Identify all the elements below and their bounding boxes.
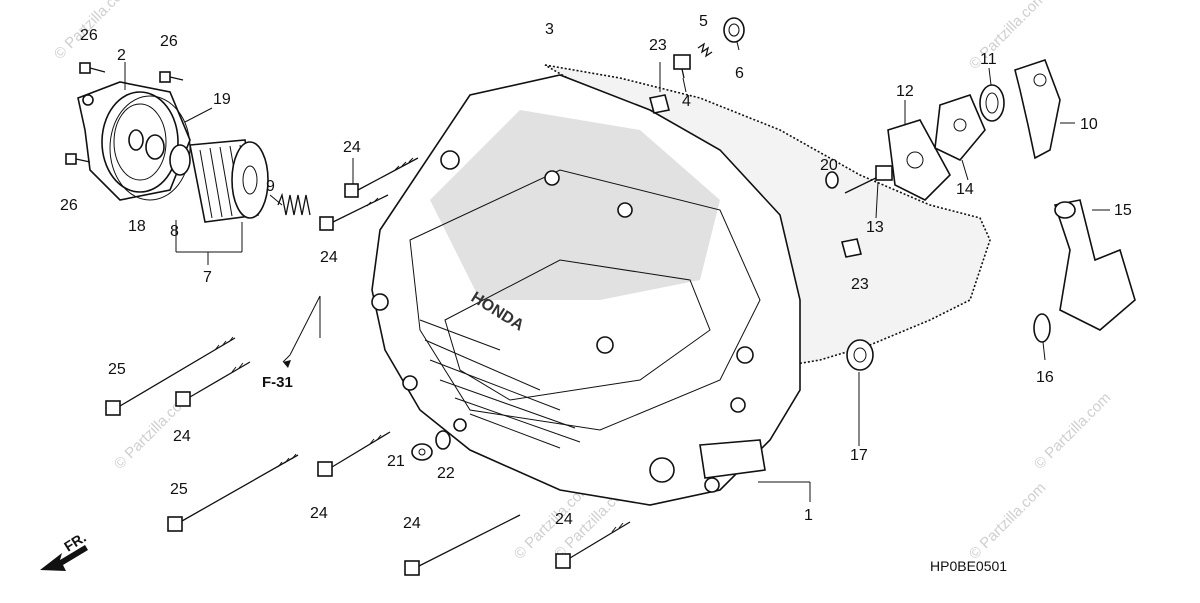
- bolt-24-bottom-a: [404, 514, 521, 576]
- part-labels: 3 2 26 26 26 19 18 8 7 9 24 24 23 4 5 6 …: [60, 13, 1132, 532]
- cap-6: [723, 17, 745, 43]
- front-arrow-icon: [40, 545, 88, 571]
- bolt-24-top-b: [319, 194, 389, 231]
- oring-20: [825, 171, 839, 189]
- front-marker: FR.: [40, 529, 89, 571]
- label-23-right: 23: [851, 276, 869, 293]
- label-26-a: 26: [80, 27, 98, 44]
- label-14: 14: [956, 181, 974, 198]
- label-24-top-a: 24: [343, 139, 361, 156]
- washer-22: [435, 430, 451, 450]
- bolt-24-top-a: [344, 157, 419, 198]
- label-5: 5: [699, 13, 708, 30]
- bearing-11: [979, 84, 1005, 122]
- cover-fins: [419, 319, 581, 449]
- bearing-17: [846, 339, 874, 371]
- label-25-a: 25: [108, 361, 126, 378]
- spring-5: [697, 42, 713, 58]
- bolt-24-bottom-b: [555, 521, 631, 569]
- label-13: 13: [866, 219, 884, 236]
- label-18: 18: [128, 218, 146, 235]
- plate-12: [887, 119, 951, 201]
- label-6: 6: [735, 65, 744, 82]
- label-3: 3: [545, 21, 554, 38]
- label-24-mid: 24: [310, 505, 328, 522]
- oil-filter-cover: [77, 81, 191, 201]
- label-17: 17: [850, 447, 868, 464]
- label-7: 7: [203, 269, 212, 286]
- callout-f31: F-31: [262, 360, 293, 391]
- label-10: 10: [1080, 116, 1098, 133]
- label-22: 22: [437, 465, 455, 482]
- shaft-13: [844, 165, 893, 194]
- callout-arrow-icon: [283, 360, 291, 368]
- label-2: 2: [117, 47, 126, 64]
- diagram-code: HP0BE0501: [930, 558, 1007, 574]
- watermark-5: © Partzilla.com: [1031, 389, 1114, 472]
- label-8: 8: [170, 223, 179, 240]
- label-24-bottom-a: 24: [403, 515, 421, 532]
- label-24-left: 24: [173, 428, 191, 445]
- bolt-25-b: [167, 453, 299, 532]
- plug-bolt-4: [673, 54, 691, 79]
- label-4: 4: [682, 93, 691, 110]
- label-11: 11: [980, 51, 997, 68]
- label-26-b: 26: [160, 33, 178, 50]
- label-24-top-b: 24: [320, 249, 338, 266]
- arm-15: [1053, 199, 1136, 331]
- label-21: 21: [387, 453, 405, 470]
- label-16: 16: [1036, 369, 1054, 386]
- oil-filter-spring: [277, 192, 311, 216]
- bolt-26-c: [65, 153, 91, 165]
- label-9: 9: [266, 178, 275, 195]
- nut-21: [411, 443, 433, 461]
- label-20: 20: [820, 157, 838, 174]
- dowel-23-top: [649, 94, 670, 114]
- crankcase-cover: HONDA: [371, 74, 801, 506]
- label-1: 1: [804, 507, 813, 524]
- leader-lines: [124, 41, 1110, 502]
- bracket-10: [1014, 58, 1061, 160]
- bolt-26-a: [79, 62, 106, 74]
- watermark-4: © Partzilla.com: [966, 479, 1049, 562]
- label-19: 19: [213, 91, 231, 108]
- bolt-25-a: [105, 336, 236, 416]
- label-15: 15: [1114, 202, 1132, 219]
- label-23-top: 23: [649, 37, 667, 54]
- oil-filter: [169, 139, 269, 223]
- label-25-b: 25: [170, 481, 188, 498]
- cam-14: [934, 94, 986, 161]
- dowel-23-right: [841, 238, 862, 258]
- seal-16: [1033, 313, 1051, 343]
- bolt-26-b: [159, 71, 184, 83]
- label-26-c: 26: [60, 197, 78, 214]
- callout-f31-text: F-31: [262, 374, 293, 391]
- bolt-24-left: [175, 361, 251, 407]
- bolt-24-mid: [317, 431, 391, 477]
- label-24-bottom-b: 24: [555, 511, 573, 528]
- label-12: 12: [896, 83, 914, 100]
